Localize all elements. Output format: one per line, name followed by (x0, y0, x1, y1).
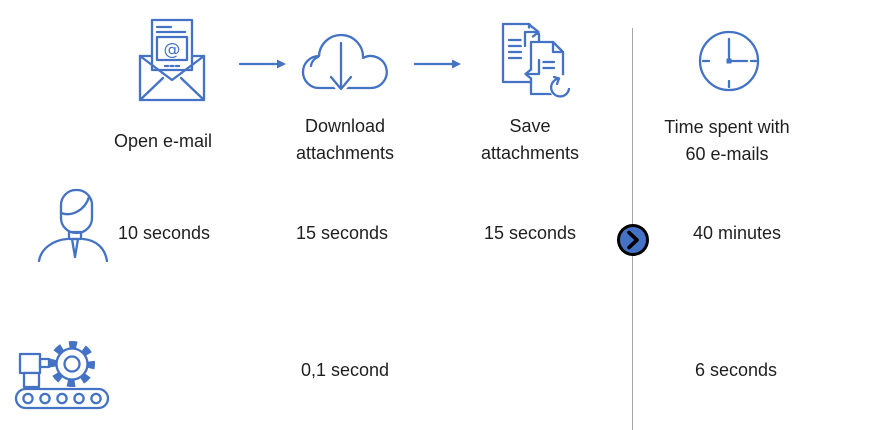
step-label-save-attachments: Save attachments (480, 116, 580, 163)
machine-time-total: 6 seconds (694, 360, 778, 380)
machine-time-download: 0,1 second (300, 360, 390, 380)
at-glyph: @ (164, 40, 181, 60)
human-time-total: 40 minutes (692, 223, 782, 243)
human-time-download: 15 seconds (295, 223, 389, 243)
step-label-download-attachments: Download attachments (295, 116, 395, 163)
human-time-open-email: 10 seconds (117, 223, 211, 243)
step-label-open-email: Open e-mail (113, 131, 213, 151)
step-label-time-spent: Time spent with 60 e-mails (664, 117, 790, 164)
clock-icon (698, 30, 760, 92)
person-icon (37, 188, 109, 262)
robot-icon (14, 341, 110, 410)
save-attachments-icon (501, 22, 573, 99)
human-time-save: 15 seconds (483, 223, 577, 243)
right-arrow-icon (413, 59, 461, 69)
right-arrow-icon (238, 59, 286, 69)
download-cloud-icon (301, 33, 388, 96)
chevron-circle-icon (617, 224, 649, 256)
open-email-icon: @ (138, 18, 206, 102)
